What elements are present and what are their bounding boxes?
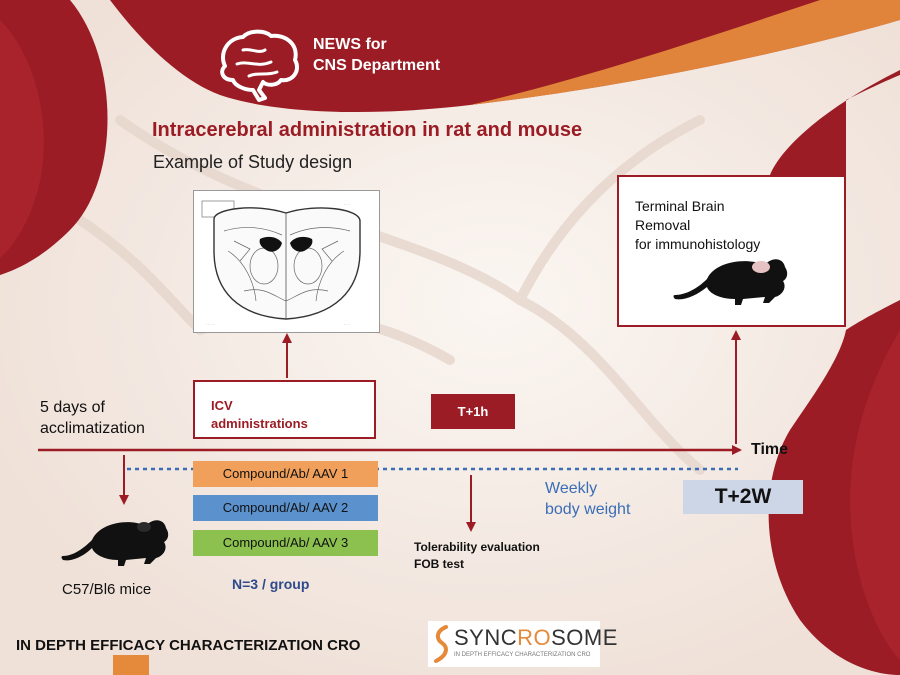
logo-text-accent: RO [517,625,552,650]
mouse-icon [673,259,788,305]
terminal-line-1: Terminal Brain [635,198,725,214]
icv-line-1: ICV [211,398,233,413]
weekly-body-weight-label: Weekly body weight [545,478,630,520]
svg-text:. . .: . . . [344,321,350,326]
mouse-icon [61,520,169,566]
syncrosome-logo-mark [434,625,448,663]
weekly-line-2: body weight [545,501,631,518]
compound-1-box: Compound/Ab/ AAV 1 [193,461,378,487]
mice-strain-label: C57/Bl6 mice [62,581,152,598]
terminal-line-3: for immunohistology [635,236,761,252]
news-header: NEWS for CNS Department [313,34,440,76]
logo-text-post: SOME [551,625,618,650]
icv-administrations-box: ICV administrations [193,380,376,439]
t-plus-1h-badge: T+1h [431,394,515,429]
news-line-2: CNS Department [313,57,441,74]
syncrosome-wordmark: SYNCROSOME [454,625,618,651]
terminal-brain-text: Terminal Brain Removal for immunohistolo… [635,197,760,254]
syncrosome-logo: SYNCROSOME IN DEPTH EFFICACY CHARACTERIZ… [428,621,617,667]
page-subtitle: Example of Study design [153,152,353,172]
news-line-1: NEWS for [313,36,387,53]
weekly-line-1: Weekly [545,480,598,497]
brain-icon [220,29,300,102]
footer-accent-bar [113,655,149,675]
brain-section-image: . . . . . . . . . . [193,190,380,333]
footer-tagline: IN DEPTH EFFICACY CHARACTERIZATION CRO [16,637,361,654]
tolerability-line-2: FOB test [414,557,465,571]
compound-2-box: Compound/Ab/ AAV 2 [193,495,378,521]
t-plus-2w-badge: T+2W [683,480,803,514]
brain-atlas-drawing: . . . . . . . . . . [201,200,361,326]
icv-line-2: administrations [211,416,308,431]
compound-3-box: Compound/Ab/ AAV 3 [193,530,378,556]
syncrosome-subtitle: IN DEPTH EFFICACY CHARACTERIZATION CRO [454,652,591,658]
tolerability-label: Tolerability evaluation FOB test [414,539,540,573]
acclimatization-line-1: 5 days of [40,399,105,416]
terminal-line-2: Removal [635,217,691,233]
group-size-label: N=3 / group [232,576,310,592]
logo-text-pre: SYNC [454,625,518,650]
tolerability-line-1: Tolerability evaluation [414,540,540,554]
acclimatization-label: 5 days of acclimatization [40,397,145,439]
icv-text: ICV administrations [211,397,308,433]
terminal-brain-removal-box: Terminal Brain Removal for immunohistolo… [617,175,846,327]
svg-text:. . .: . . . [344,201,350,206]
page-title: Intracerebral administration in rat and … [152,119,583,141]
svg-text:. . . .: . . . . [206,321,214,326]
acclimatization-line-2: acclimatization [40,420,145,437]
time-axis-label: Time [751,441,789,458]
